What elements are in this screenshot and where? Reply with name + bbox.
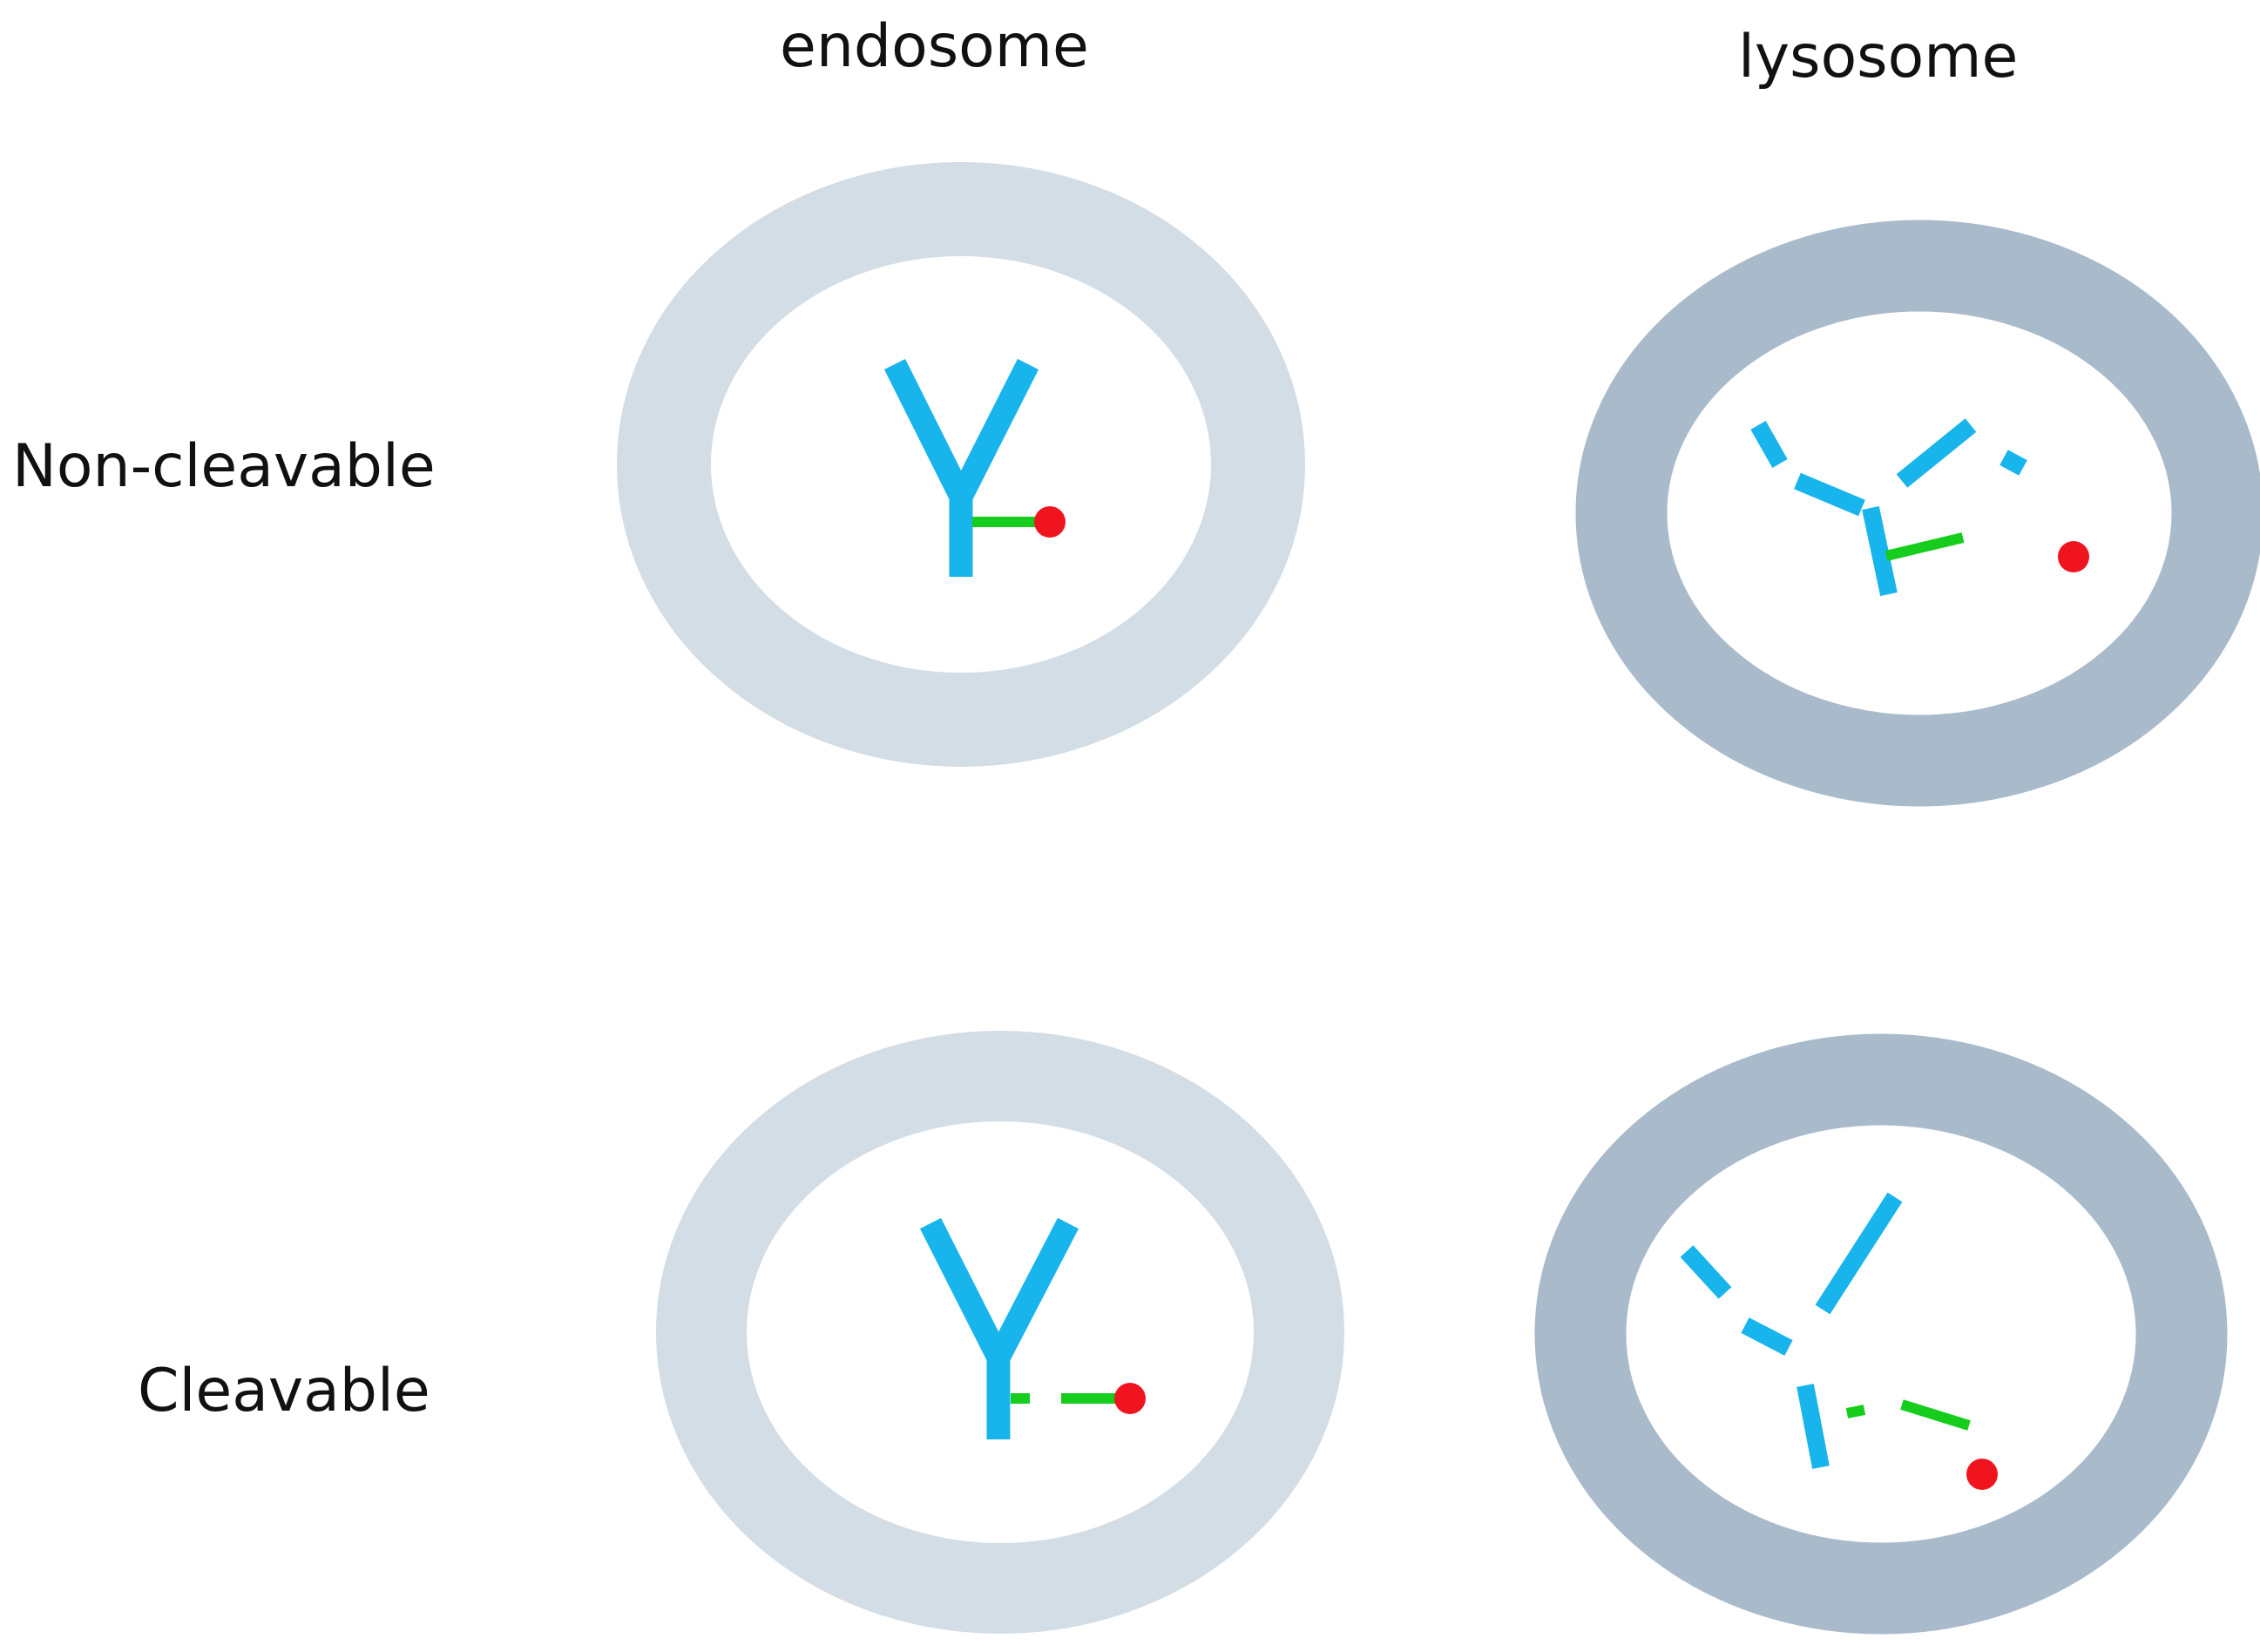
antibody-fragments-icon <box>1680 1192 1903 1469</box>
linker-line-part <box>1900 1399 1971 1431</box>
endosome-membrane <box>656 1031 1344 1634</box>
lysosome-membrane <box>1575 220 2260 807</box>
column-header-lysosome: lysosome <box>1738 23 2019 91</box>
endosome-membrane <box>617 162 1305 767</box>
column-header-endosome: endosome <box>780 12 1089 81</box>
endosome-non-cleavable-panel <box>617 162 1305 767</box>
linker-line-part <box>1845 1405 1866 1418</box>
payload-dot <box>1114 1383 1146 1414</box>
lysosome-non-cleavable-panel <box>1575 220 2260 807</box>
payload-dot <box>1966 1459 1998 1490</box>
antibody-fragments-icon <box>1750 418 2027 597</box>
payload-dot <box>2058 541 2089 572</box>
row-label-cleavable: Cleavable <box>138 1357 430 1425</box>
antibody-icon <box>883 358 1039 577</box>
linker-line <box>1884 532 1965 561</box>
row-label-non-cleavable: Non-cleavable <box>12 432 436 501</box>
lysosome-membrane <box>1534 1033 2228 1635</box>
lysosome-cleavable-panel <box>1534 1033 2228 1635</box>
endosome-cleavable-panel <box>656 1031 1344 1634</box>
antibody-icon <box>919 1217 1079 1439</box>
payload-dot <box>1034 506 1066 538</box>
